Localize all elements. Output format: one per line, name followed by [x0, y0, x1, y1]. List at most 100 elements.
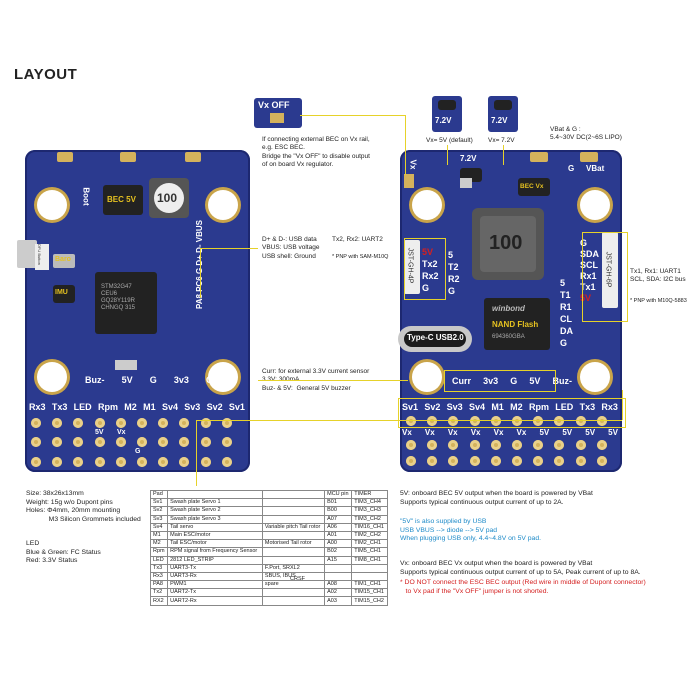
pad-label: R2	[448, 274, 460, 284]
pin-pad	[221, 418, 232, 428]
pin-label: M1	[143, 402, 156, 412]
pin-label: Sv3	[184, 402, 201, 412]
table-cell	[261, 555, 326, 565]
pnp-note-2: * PNP with M10Q-5883	[630, 298, 687, 304]
usb-c-label: Type-C USB2.0	[407, 333, 464, 342]
jst-4p-port[interactable]: JST-GH-4P	[404, 240, 420, 294]
pin-label: M1	[491, 402, 504, 412]
table-cell	[324, 563, 353, 573]
table-cell: TIM8_CH1	[351, 555, 388, 565]
pin-pad	[490, 440, 501, 450]
pin-rx1: Rx1	[580, 271, 597, 281]
pin-pad	[490, 456, 501, 466]
table-cell: Variable pitch Tail rotor	[261, 522, 326, 532]
uart1-note: Tx1, Rx1: UART1 SCL, SDA: I2C bus	[630, 268, 686, 284]
left-board: BEC 5V 100 Boot DFU Button Baro IMU STM3…	[17, 150, 250, 472]
highlight-box	[582, 232, 628, 322]
pin-pad	[490, 416, 501, 426]
pin-label: 5V	[608, 428, 618, 437]
table-cell: Sv4	[149, 522, 169, 532]
pin-pad	[512, 456, 522, 466]
table-cell: TIM15_CH2	[351, 596, 388, 606]
pin-pad	[533, 416, 544, 426]
pin-label: Vx	[516, 428, 527, 437]
table-cell	[167, 489, 263, 500]
table-cell: A01	[324, 530, 353, 541]
pin-label: Sv4	[161, 402, 178, 412]
pad-label: G	[560, 338, 568, 348]
table-cell: A15	[324, 555, 353, 565]
table-cell: B00	[324, 506, 353, 516]
pin-pad	[179, 437, 190, 448]
pin-label: M2	[124, 402, 137, 412]
pin-label: Sv1	[228, 402, 245, 412]
flash-label: NAND Flash	[492, 320, 539, 329]
volt-label: 7.2V	[491, 116, 508, 125]
mounting-hole	[37, 190, 67, 220]
pin-pad	[221, 456, 232, 467]
highlight-box	[404, 238, 446, 300]
pin-pad	[427, 456, 438, 466]
mounting-hole	[412, 190, 442, 220]
table-cell: UART3-Rx	[167, 571, 263, 582]
boot-label: Boot	[81, 187, 91, 206]
leader-line	[196, 420, 622, 421]
pin-pad	[73, 437, 84, 448]
inductor-core	[154, 183, 184, 213]
pin-label: 5V	[562, 428, 573, 437]
pin-label: LED	[73, 402, 92, 412]
pin-pad	[31, 456, 41, 467]
highlight-box	[444, 370, 556, 392]
table-cell: TIM2_CH1	[351, 539, 388, 549]
table-cell	[261, 588, 326, 598]
g-pad	[580, 152, 598, 162]
leader-line	[196, 420, 197, 486]
pin-pad	[179, 456, 190, 467]
vx-7-2-note: Vx= 7.2V	[488, 137, 515, 144]
table-cell: LED	[149, 555, 169, 565]
vx-off-inset: Vx OFF	[254, 98, 302, 128]
vx-off-jumper[interactable]	[404, 174, 414, 188]
pin-pad	[31, 418, 41, 428]
page-title: LAYOUT	[14, 66, 78, 83]
table-cell: TIM16_CH1	[351, 522, 388, 532]
volt-mark: 7.2V	[460, 154, 477, 163]
pin-label: Vx	[493, 428, 504, 437]
pin-pad	[115, 437, 126, 448]
pin-pad	[448, 456, 459, 466]
table-cell: Main ESC/motor	[167, 530, 263, 541]
pin-pad	[73, 418, 84, 428]
jst-6p-port[interactable]: JST-GH-6P	[602, 232, 618, 308]
vx-off-note: If connecting external BEC on Vx rail, e…	[262, 136, 370, 168]
mounting-hole	[208, 190, 238, 220]
pin-label: Vx	[402, 428, 412, 437]
usb-c-port[interactable]: Type-C USB2.0	[398, 326, 472, 352]
leader-line	[300, 115, 406, 116]
dfu-button[interactable]	[17, 240, 37, 268]
pin-pad	[575, 456, 586, 466]
table-cell: M2	[149, 539, 169, 549]
pin-label: Sv4	[468, 402, 485, 412]
table-cell: UART3-Tx	[167, 563, 263, 573]
pin-pad	[158, 437, 169, 448]
vx-7-2-inset: 7.2V	[488, 96, 518, 132]
mounting-hole	[412, 362, 442, 392]
uart2-note: Tx2, Rx2: UART2	[332, 236, 383, 243]
pad-label: G	[510, 376, 518, 386]
power-pad	[57, 152, 73, 162]
pin-label: Vx	[447, 428, 458, 437]
table-cell: Tail ESC/motor	[167, 539, 263, 549]
highlight-box	[398, 398, 626, 428]
pad-label: Curr	[205, 375, 225, 385]
pin-pad	[469, 456, 480, 466]
jst-6p-pins: G SDA SCL Rx1 Tx1 5V	[580, 238, 599, 304]
table-cell: MCU pin	[324, 489, 353, 500]
